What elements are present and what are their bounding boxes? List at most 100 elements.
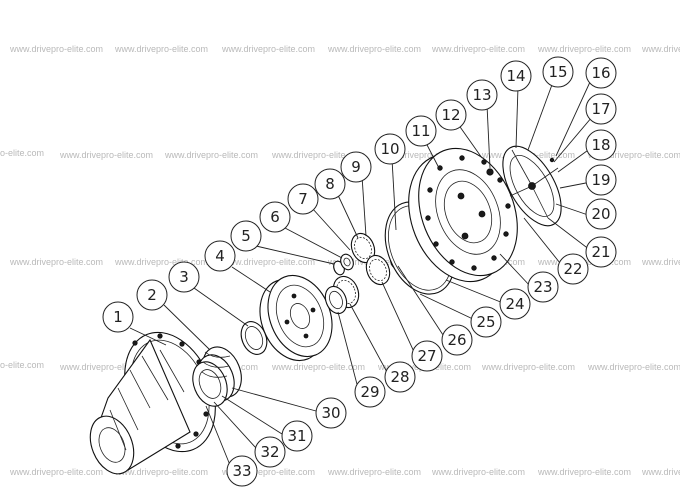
callout-11: 11 <box>405 115 437 147</box>
watermark-text: www.drivepro-elite.com <box>114 257 208 267</box>
watermark-text: www.drivepro-elite.com <box>221 467 315 477</box>
callout-18: 18 <box>585 129 617 161</box>
callout-27: 27 <box>411 340 443 372</box>
callout-12: 12 <box>435 99 467 131</box>
watermark-text: www.drivepro-elite.com <box>114 467 208 477</box>
part-ring-gear <box>408 147 518 283</box>
callout-25: 25 <box>470 306 502 338</box>
callout-30: 30 <box>315 397 347 429</box>
watermark-text-partial-right: www.drive <box>641 257 680 267</box>
watermark-text: www.drivepro-elite.com <box>9 44 103 54</box>
part-plug <box>486 168 494 176</box>
callout-28: 28 <box>384 361 416 393</box>
svg-text:21: 21 <box>591 243 610 261</box>
svg-text:26: 26 <box>447 331 466 349</box>
callout-20: 20 <box>585 198 617 230</box>
svg-text:2: 2 <box>147 286 157 304</box>
watermark-text-partial-right: www.drive <box>641 44 680 54</box>
watermark-text-partial-left: o-elite.com <box>0 148 44 158</box>
callout-31: 31 <box>281 420 313 452</box>
watermark-text: www.drivepro-elite.com <box>537 467 631 477</box>
callout-24: 24 <box>499 288 531 320</box>
svg-text:13: 13 <box>472 86 491 104</box>
callout-33: 33 <box>226 455 258 487</box>
svg-text:31: 31 <box>287 427 306 445</box>
svg-text:14: 14 <box>506 67 525 85</box>
watermark-text: www.drivepro-elite.com <box>59 150 153 160</box>
callout-14: 14 <box>500 60 532 92</box>
callout-4: 4 <box>204 240 236 272</box>
watermark-text: www.drivepro-elite.com <box>164 150 258 160</box>
svg-text:27: 27 <box>417 347 436 365</box>
watermark-text: www.drivepro-elite.com <box>221 44 315 54</box>
watermark-text: www.drivepro-elite.com <box>271 150 365 160</box>
watermark-text-partial-left: o-elite.com <box>0 360 44 370</box>
svg-text:22: 22 <box>563 260 582 278</box>
svg-text:4: 4 <box>215 247 225 265</box>
part-seal-stack <box>192 346 242 407</box>
callout-3: 3 <box>168 261 200 293</box>
watermark-text: www.drivepro-elite.com <box>377 150 471 160</box>
svg-text:25: 25 <box>476 313 495 331</box>
watermark-text: www.drivepro-elite.com <box>587 362 680 372</box>
callout-17: 17 <box>585 93 617 125</box>
watermark-text: www.drivepro-elite.com <box>327 467 421 477</box>
svg-text:10: 10 <box>380 140 399 158</box>
leader-lines <box>129 81 593 471</box>
callout-19: 19 <box>585 164 617 196</box>
svg-text:6: 6 <box>270 208 280 226</box>
svg-text:17: 17 <box>591 100 610 118</box>
callout-1: 1 <box>102 301 134 333</box>
watermark-text: www.drivepro-elite.com <box>9 467 103 477</box>
svg-text:9: 9 <box>351 158 361 176</box>
svg-text:30: 30 <box>321 404 340 422</box>
svg-text:32: 32 <box>260 443 279 461</box>
callout-32: 32 <box>254 436 286 468</box>
callout-6: 6 <box>259 201 291 233</box>
svg-text:16: 16 <box>591 64 610 82</box>
svg-text:1: 1 <box>113 308 123 326</box>
callout-15: 15 <box>542 56 574 88</box>
svg-text:28: 28 <box>390 368 409 386</box>
callout-23: 23 <box>527 271 559 303</box>
svg-text:11: 11 <box>411 122 430 140</box>
watermark-text: www.drivepro-elite.com <box>537 44 631 54</box>
watermark-text: www.drivepro-elite.com <box>271 362 365 372</box>
svg-text:19: 19 <box>591 171 610 189</box>
callout-8: 8 <box>314 168 346 200</box>
watermark-text: www.drivepro-elite.com <box>431 467 525 477</box>
callout-13: 13 <box>466 79 498 111</box>
part-end-cover <box>502 145 562 227</box>
watermark-text: www.drivepro-elite.com <box>431 44 525 54</box>
watermark-text: www.drivepro-elite.com <box>481 362 575 372</box>
part-washer-group <box>333 253 354 276</box>
callout-9: 9 <box>340 151 372 183</box>
svg-text:18: 18 <box>591 136 610 154</box>
parts-layer <box>89 145 562 475</box>
callout-5: 5 <box>230 220 262 252</box>
watermark-text: www.drivepro-elite.com <box>59 362 153 372</box>
part-planet-gears <box>324 232 391 315</box>
part-carrier-disc <box>259 274 333 362</box>
callout-29: 29 <box>354 376 386 408</box>
callout-21: 21 <box>585 236 617 268</box>
svg-text:20: 20 <box>591 205 610 223</box>
watermark-text: www.drivepro-elite.com <box>587 150 680 160</box>
svg-text:3: 3 <box>179 268 189 286</box>
svg-text:8: 8 <box>325 175 335 193</box>
svg-text:5: 5 <box>241 227 251 245</box>
svg-text:23: 23 <box>533 278 552 296</box>
callout-10: 10 <box>374 133 406 165</box>
watermark-text: www.drivepro-elite.com <box>9 257 103 267</box>
svg-text:24: 24 <box>505 295 524 313</box>
callout-7: 7 <box>287 183 319 215</box>
callout-16: 16 <box>585 57 617 89</box>
callout-22: 22 <box>557 253 589 285</box>
callout-2: 2 <box>136 279 168 311</box>
watermark-text: www.drivepro-elite.com <box>114 44 208 54</box>
svg-text:29: 29 <box>360 383 379 401</box>
watermark-text: www.drivepro-elite.com <box>327 44 421 54</box>
callout-layer: 1 2 3 4 5 6 7 8 9 10 11 12 13 14 15 16 1… <box>102 56 617 487</box>
